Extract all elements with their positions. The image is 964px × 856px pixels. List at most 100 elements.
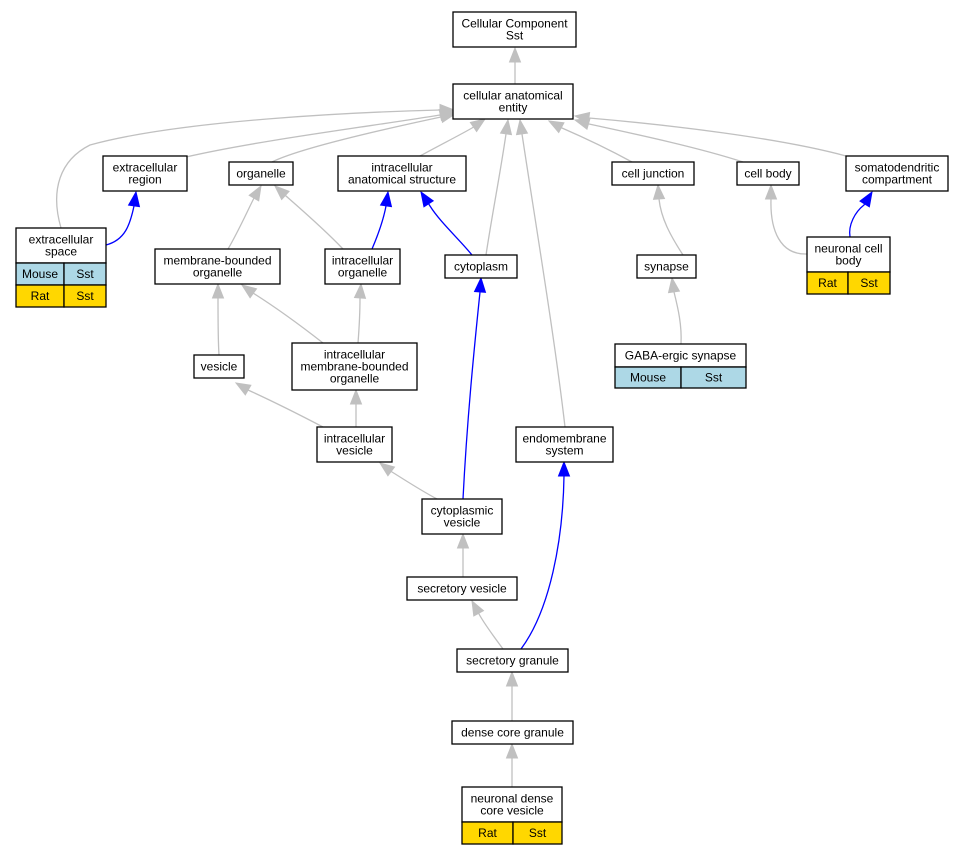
- arrowhead-icon: [211, 282, 225, 299]
- node-box: [452, 83, 574, 120]
- node-cell-junction[interactable]: cell junction: [611, 161, 695, 186]
- cell-label: Rat: [478, 826, 497, 840]
- node-cytoplasm[interactable]: cytoplasm: [444, 254, 518, 279]
- edge-line: [105, 198, 136, 246]
- edges-layer: [56, 46, 873, 788]
- node-label-line: compartment: [862, 173, 933, 187]
- edge-gaba_ergic_synapse-to-synapse: [667, 276, 682, 345]
- node-label-line: core vesicle: [480, 804, 544, 818]
- edge-neuronal_dense_core_vesicle-to-dense_core_granule: [505, 742, 519, 788]
- cell-box: [847, 271, 891, 295]
- node-label-line: Sst: [506, 29, 524, 43]
- arrowhead-icon: [420, 190, 435, 208]
- cell-box: [680, 366, 747, 389]
- node-box: [456, 648, 569, 673]
- node-label-line: space: [45, 245, 77, 259]
- edge-extracellular_space-to-extracellular_region: [105, 190, 141, 246]
- node-synapse[interactable]: synapse: [636, 254, 697, 279]
- cell-label: Sst: [860, 276, 878, 290]
- node-box: [444, 254, 518, 279]
- node-label-line: cellular anatomical: [463, 89, 562, 103]
- node-label-line: extracellular: [29, 233, 94, 247]
- cell-label: Sst: [705, 371, 723, 385]
- edge-line: [581, 116, 847, 157]
- edge-neuronal_cell_body-to-somatodendritic_compartment: [849, 190, 873, 238]
- gene-cell: Sst: [680, 366, 747, 389]
- edge-endomembrane_system-to-cellular_anatomical_entity: [515, 118, 566, 428]
- arrowhead-icon: [248, 184, 262, 202]
- edge-membrane_bounded_organelle-to-organelle: [227, 184, 262, 250]
- arrowhead-icon: [508, 46, 522, 63]
- arrowhead-icon: [573, 111, 591, 125]
- edge-line: [462, 284, 482, 500]
- edge-synapse-to-cell_junction: [652, 183, 684, 256]
- node-label-line: synapse: [644, 260, 689, 274]
- edge-intracellular_vesicle-to-intracellular_membrane_bounded_organelle: [349, 388, 363, 427]
- edge-cytoplasmic_vesicle-to-intracellular_vesicle: [378, 462, 438, 500]
- arrowhead-icon: [547, 120, 565, 134]
- edge-line: [227, 191, 259, 250]
- edge-line: [581, 121, 744, 163]
- node-vesicle[interactable]: vesicle: [193, 354, 245, 379]
- node-label-line: dense core granule: [461, 726, 564, 740]
- node-label-line: organelle: [193, 266, 243, 280]
- cell-label: Rat: [818, 276, 837, 290]
- node-secretory-granule[interactable]: secretory granule: [456, 648, 569, 673]
- edge-cell_junction-to-cellular_anatomical_entity: [547, 120, 633, 163]
- cell-label: Rat: [31, 289, 50, 303]
- arrowhead-icon: [515, 118, 529, 136]
- gene-cell: Sst: [63, 262, 107, 286]
- edge-secretory_vesicle-to-cytoplasmic_vesicle: [456, 532, 470, 577]
- node-dense-core-granule[interactable]: dense core granule: [451, 720, 574, 745]
- node-label-line: intracellular: [332, 254, 393, 268]
- edge-line: [217, 291, 220, 356]
- node-box: [228, 161, 294, 186]
- edge-line: [271, 114, 449, 163]
- edge-extracellular_region-to-cellular_anatomical_entity: [185, 108, 456, 158]
- edge-organelle-to-cellular_anatomical_entity: [271, 110, 457, 163]
- node-label-line: entity: [499, 101, 528, 115]
- arrowhead-icon: [557, 460, 571, 477]
- node-secretory-vesicle[interactable]: secretory vesicle: [406, 576, 518, 601]
- node-label-line: region: [128, 173, 161, 187]
- arrowhead-icon: [505, 742, 519, 759]
- arrowhead-icon: [764, 183, 778, 200]
- node-label-line: secretory vesicle: [417, 582, 507, 596]
- node-box: [611, 161, 695, 186]
- node-box: [451, 720, 574, 745]
- node-box: [736, 161, 800, 186]
- node-organelle[interactable]: organelle: [228, 161, 294, 186]
- edge-line: [241, 385, 324, 428]
- edge-somatodendritic_compartment-to-cellular_anatomical_entity: [573, 111, 847, 157]
- arrowhead-icon: [499, 118, 513, 136]
- arrowhead-icon: [127, 190, 141, 208]
- node-cell-body[interactable]: cell body: [736, 161, 800, 186]
- edge-line: [520, 469, 565, 650]
- node-label-line: membrane-bounded: [163, 254, 271, 268]
- arrowhead-icon: [473, 276, 487, 293]
- node-box: [337, 155, 467, 192]
- arrowhead-icon: [469, 118, 487, 133]
- edge-dense_core_granule-to-secretory_granule: [505, 670, 519, 722]
- species-cell: Rat: [15, 284, 65, 308]
- node-label-line: extracellular: [113, 161, 178, 175]
- edge-line: [485, 126, 508, 256]
- gene-cell: Sst: [512, 821, 563, 845]
- arrowhead-icon: [471, 599, 485, 617]
